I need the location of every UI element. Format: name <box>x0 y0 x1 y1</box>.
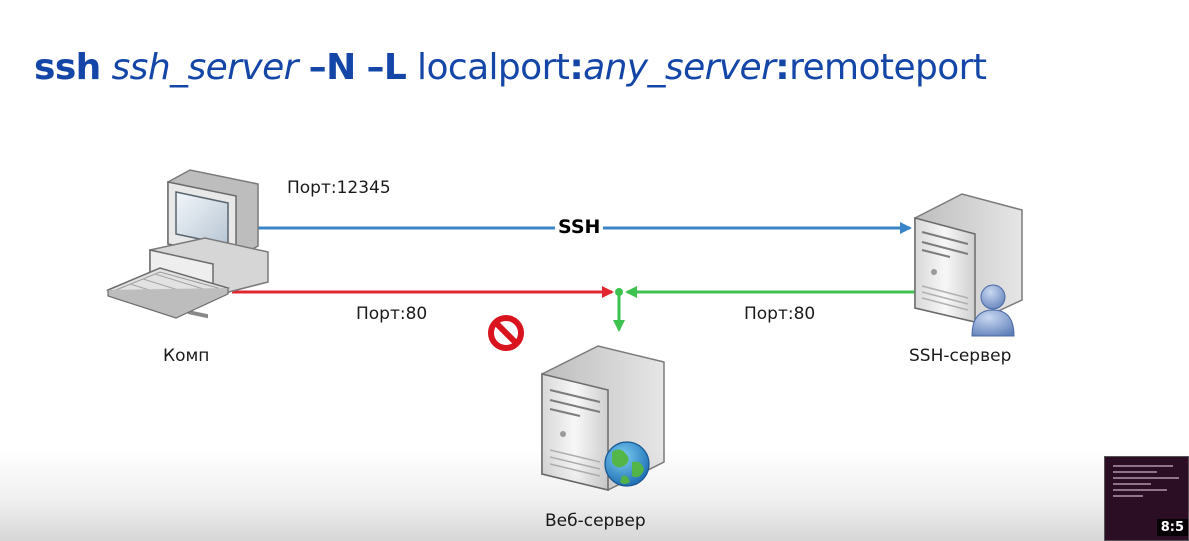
ssh-server-label: SSH-сервер <box>909 346 1012 366</box>
junction-dot <box>615 288 623 296</box>
ssh-port-label: Порт:12345 <box>287 178 391 198</box>
cmd-localport: localport <box>417 47 570 88</box>
cmd-remoteport: remoteport <box>789 47 987 88</box>
cmd-ssh: ssh <box>34 47 101 88</box>
comp-label: Комп <box>163 346 210 366</box>
cmd-colon-1: : <box>569 47 584 88</box>
cmd-any-server: any_server <box>583 47 776 88</box>
computer-icon <box>105 169 269 319</box>
video-timestamp: 8:5 <box>1156 519 1188 536</box>
forward-port-label: Порт:80 <box>744 304 816 324</box>
command-title: ssh ssh_server –N –L localport:any_serve… <box>34 44 1184 92</box>
ssh-server-icon <box>914 193 1023 323</box>
cmd-flag-l: –L <box>366 47 407 88</box>
cmd-ssh-server-arg: ssh_server <box>111 47 299 88</box>
blocked-icon <box>488 315 524 351</box>
direct-port-label: Порт:80 <box>356 304 428 324</box>
web-server-label: Веб-сервер <box>545 511 646 531</box>
user-icon <box>971 284 1015 337</box>
ssh-tunnel-label: SSH <box>555 216 604 238</box>
cmd-flag-n: –N <box>308 47 357 88</box>
cmd-colon-2: : <box>775 47 790 88</box>
video-thumbnail[interactable]: 8:5 <box>1104 456 1189 541</box>
globe-icon <box>604 441 650 487</box>
